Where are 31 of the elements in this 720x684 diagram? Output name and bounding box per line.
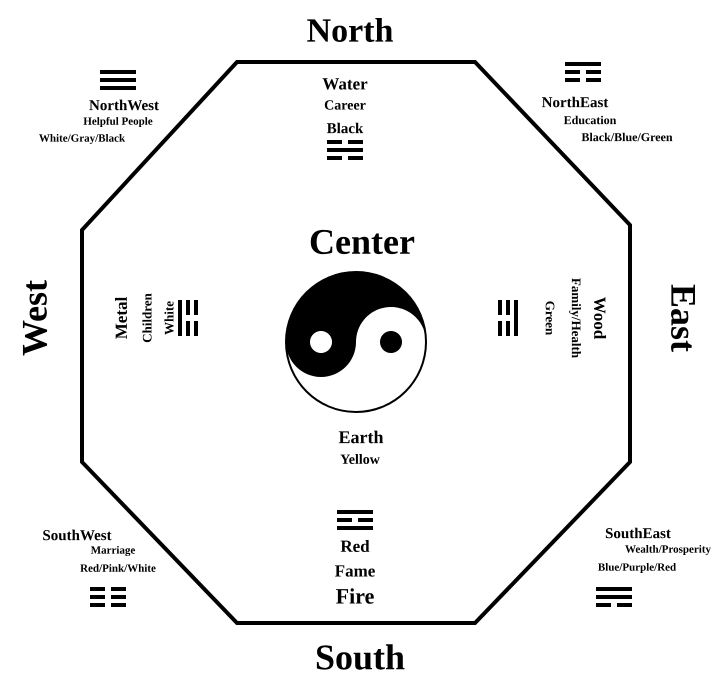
area-label: SouthEast [606, 528, 671, 538]
area-label: NorthEast [542, 96, 608, 108]
area-label: Fame [335, 565, 375, 577]
direction-label: South [316, 644, 404, 670]
element-label: Metal [115, 297, 127, 339]
area-label: NorthWest [89, 100, 159, 110]
element-label: Earth [338, 430, 384, 444]
color-label: Green [546, 301, 554, 336]
color-label: Yellow [340, 454, 380, 464]
element-label: Water [322, 78, 368, 90]
area-label: Family/Health [569, 278, 581, 358]
area-label: Marriage [90, 546, 136, 556]
center-label: Center [310, 230, 414, 254]
direction-label: East [671, 284, 695, 352]
area-label: SouthWest [43, 530, 112, 540]
direction-label: West [22, 280, 48, 356]
area-label: Children [142, 293, 152, 342]
element-label: Fire [336, 588, 374, 604]
color-label: Blue/Purple/Red [598, 563, 676, 573]
color-label: Black [326, 122, 364, 134]
area-label: Education [564, 116, 616, 124]
color-label: Red/Pink/White [80, 564, 156, 572]
area-label: Career [324, 100, 366, 110]
element-label: Wood [594, 296, 606, 340]
area-label: Helpful People [84, 116, 152, 128]
color-label: Black/Blue/Green [582, 132, 672, 142]
color-label: White [164, 301, 174, 335]
direction-label: North [307, 18, 393, 42]
color-label: White/Gray/Black [39, 134, 126, 144]
area-label: Wealth/Prosperity [625, 545, 711, 555]
color-label: Red [340, 540, 370, 552]
